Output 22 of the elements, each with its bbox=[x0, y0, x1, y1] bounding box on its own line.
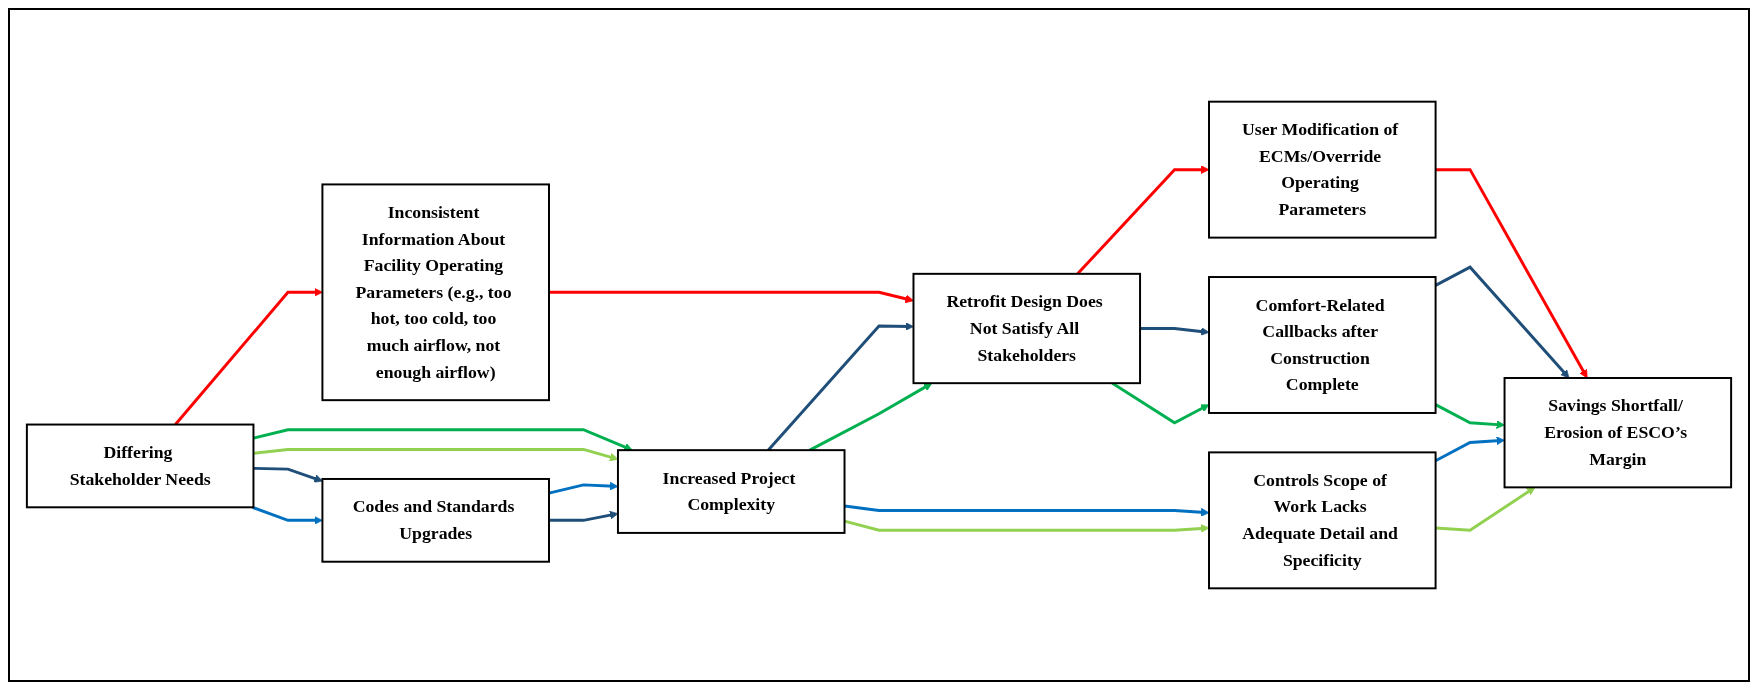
arrow bbox=[253, 428, 633, 452]
node-box: Retrofit Design Does Not Satisfy All Stakeholders bbox=[912, 272, 1142, 385]
node-box: Savings Shortfall/ Erosion of ESCO’s Margin bbox=[1503, 377, 1733, 489]
arrow bbox=[1076, 165, 1210, 275]
arrow bbox=[1435, 486, 1536, 532]
node-box: User Modification of ECMs/Override Operating Parameters bbox=[1208, 100, 1437, 239]
arrow bbox=[549, 290, 914, 304]
node-box: Codes and Standards Upgrades bbox=[321, 478, 550, 563]
arrow bbox=[844, 519, 1210, 533]
node-box: Increased Project Complexity bbox=[616, 449, 846, 534]
arrow bbox=[767, 322, 914, 452]
node-box: Inconsistent Information About Facility Operating Parameters (e.g., too hot, too cold, too much airflow, not enough airflow) bbox=[321, 183, 550, 402]
arrow bbox=[252, 505, 323, 525]
arrow bbox=[253, 466, 323, 483]
arrow bbox=[1435, 168, 1588, 379]
node-box: Differing Stakeholder Needs bbox=[25, 423, 255, 509]
arrow bbox=[1140, 327, 1210, 336]
arrow bbox=[844, 504, 1210, 517]
node-box: Controls Scope of Work Lacks Adequate Detail and Specificity bbox=[1208, 451, 1437, 590]
arrow bbox=[809, 382, 933, 452]
arrow bbox=[174, 287, 323, 426]
node-box: Comfort-Related Callbacks after Construction Complete bbox=[1208, 276, 1437, 414]
